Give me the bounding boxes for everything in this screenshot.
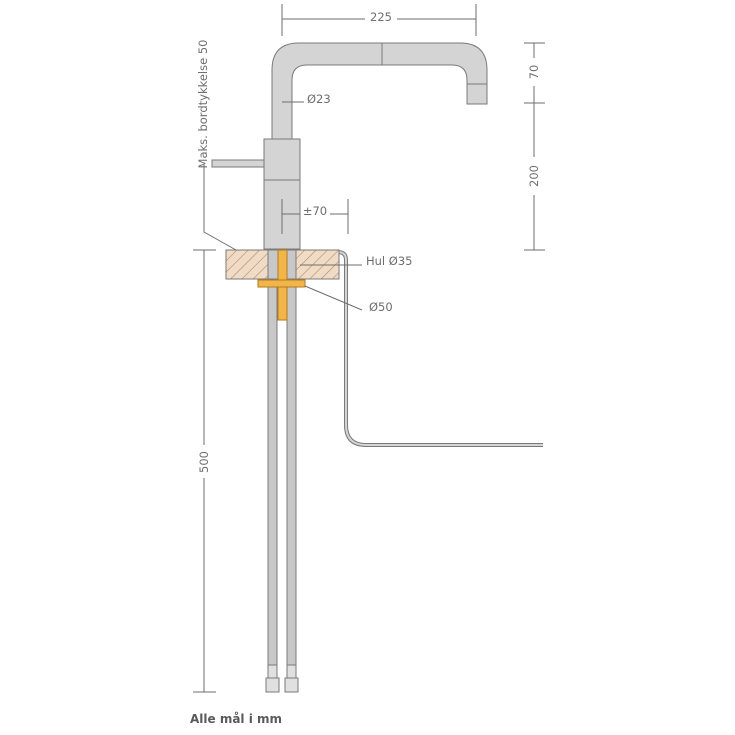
dim-23-label: Ø23 [307, 92, 331, 106]
dim-225-label: 225 [370, 10, 392, 24]
dim-offset-label: ±70 [303, 204, 327, 218]
dim-500-label: 500 [197, 451, 211, 473]
hose-left [267, 249, 278, 666]
lever-handle [211, 159, 265, 168]
washer-label: Ø50 [369, 300, 393, 314]
dim-225 [281, 4, 477, 36]
washer-leader [304, 285, 363, 311]
hose-right [286, 249, 297, 666]
dim-200-label: 200 [527, 165, 541, 187]
max-thickness-leader [203, 165, 237, 251]
hole-label: Hul Ø35 [366, 254, 412, 268]
spout [271, 42, 488, 140]
dim-500 [193, 249, 216, 693]
dim-right [524, 42, 545, 251]
hose-fittings [265, 664, 299, 693]
side-hose [330, 250, 543, 447]
washer [257, 279, 306, 288]
dim-70-offset [281, 199, 349, 234]
units-note: Alle mål i mm [190, 712, 283, 726]
max-thickness-label: Maks. bordtykkelse 50 [196, 40, 210, 169]
dim-70-label: 70 [527, 65, 541, 80]
